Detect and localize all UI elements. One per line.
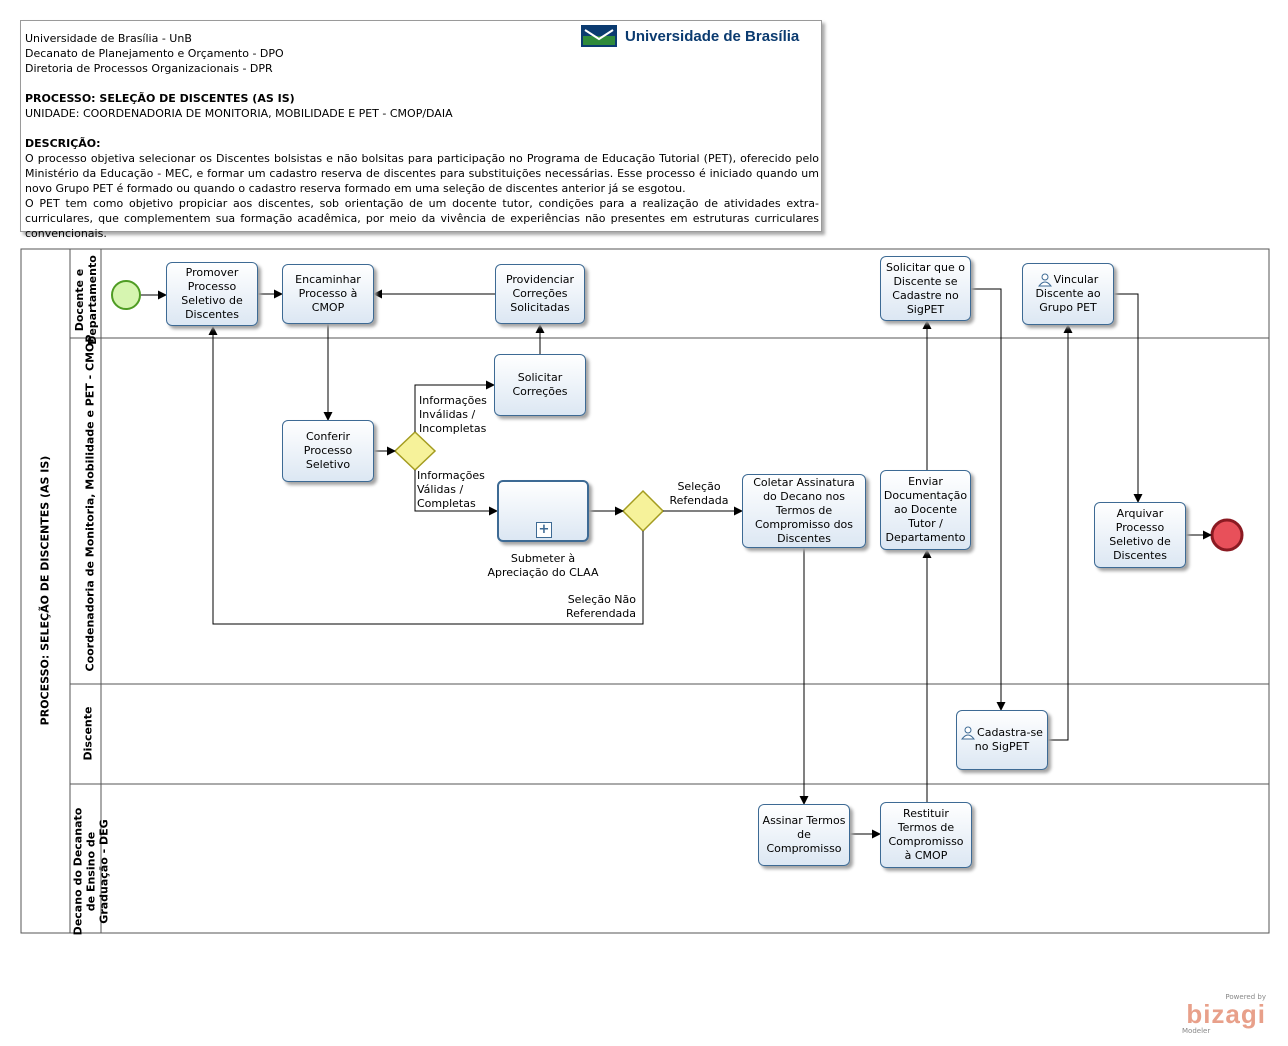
bizagi-logo: bizagi	[1186, 999, 1266, 1029]
pool-name: PROCESSO: SELEÇÃO DE DISCENTES (AS IS)	[38, 455, 52, 726]
process-header-box: Universidade de Brasília Universidade de…	[20, 20, 822, 240]
task-solicitar-cadastro-sigpet[interactable]: Solicitar que o Discente se Cadastre no …	[880, 256, 971, 321]
task-label: Coletar Assinatura do Decano nos Termos …	[753, 476, 855, 545]
end-event[interactable]	[1210, 518, 1244, 552]
subprocess-expand-icon[interactable]: +	[536, 522, 552, 538]
modeler-text: Modeler	[1182, 1027, 1211, 1035]
task-conferir-processo[interactable]: Conferir Processo Seletivo	[282, 420, 374, 482]
task-providenciar-correcoes[interactable]: Providenciar Correções Solicitadas	[495, 264, 585, 324]
task-label: Providenciar Correções Solicitadas	[505, 273, 575, 314]
task-cadastra-se-sigpet[interactable]: Cadastra-se no SigPET	[956, 710, 1048, 770]
user-task-icon	[1037, 273, 1052, 287]
unit-name: UNIDADE: COORDENADORIA DE MONITORIA, MOB…	[25, 107, 453, 120]
description-paragraph-2: O PET tem como objetivo propiciar aos di…	[25, 197, 819, 240]
flow-label-validas: Informações Válidas / Completas	[417, 469, 485, 510]
process-title: PROCESSO: SELEÇÃO DE DISCENTES (AS IS)	[25, 92, 295, 105]
task-assinar-termos[interactable]: Assinar Termos de Compromisso	[758, 804, 850, 866]
flow-label-nao-referendada: Seleção Não Referendada	[566, 593, 637, 620]
task-solicitar-correcoes[interactable]: Solicitar Correções	[494, 354, 586, 416]
subprocess-label: Submeter à Apreciação do CLAA	[487, 552, 599, 579]
task-label: Encaminhar Processo à CMOP	[295, 273, 361, 314]
start-event[interactable]	[111, 280, 141, 310]
task-coletar-assinatura[interactable]: Coletar Assinatura do Decano nos Termos …	[742, 474, 866, 548]
user-task-icon	[961, 726, 976, 740]
flow-label-invalidas: Informações Inválidas / Incompletas	[419, 394, 487, 435]
pool-border	[20, 248, 1270, 934]
org-line-1: Universidade de Brasília - UnB	[25, 32, 192, 45]
task-label: Vincular Discente ao Grupo PET	[1035, 273, 1101, 314]
task-label: Arquivar Processo Seletivo de Discentes	[1109, 507, 1171, 562]
description-paragraph-1: O processo objetiva selecionar os Discen…	[25, 152, 819, 195]
task-label: Cadastra-se no SigPET	[960, 726, 1044, 754]
lane-decano-deg: Decano do Decanato de Ensino de Graduaçã…	[71, 807, 111, 936]
org-line-2: Decanato de Planejamento e Orçamento - D…	[25, 47, 284, 60]
task-label: Conferir Processo Seletivo	[303, 430, 353, 471]
flow-label-referendada: Seleção Refendada	[669, 480, 729, 507]
org-line-3: Diretoria de Processos Organizacionais -…	[25, 62, 273, 75]
unb-logo-icon	[581, 25, 617, 47]
lane-cmop: Coordenadoria de Monitoria, Mobilidade e…	[83, 334, 97, 672]
task-promover-processo-seletivo[interactable]: Promover Processo Seletivo de Discentes	[166, 262, 258, 326]
sequence-flows	[141, 288, 1212, 839]
task-enviar-documentacao[interactable]: Enviar Documentação ao Docente Tutor / D…	[880, 470, 971, 550]
task-encaminhar-processo[interactable]: Encaminhar Processo à CMOP	[282, 264, 374, 324]
lane-discente: Discente	[81, 706, 95, 761]
powered-by-text: Powered by	[1225, 993, 1266, 1001]
task-label: Solicitar que o Discente se Cadastre no …	[886, 260, 965, 316]
bizagi-brand: Powered by bizagi Modeler	[1176, 993, 1266, 1035]
subprocess-submeter-claa[interactable]: +	[497, 480, 589, 542]
unb-logo: Universidade de Brasília	[581, 25, 799, 47]
task-restituir-termos[interactable]: Restituir Termos de Compromisso à CMOP	[880, 802, 972, 868]
description-label: DESCRIÇÃO:	[25, 137, 101, 150]
task-arquivar-processo[interactable]: Arquivar Processo Seletivo de Discentes	[1094, 502, 1186, 568]
task-label: Enviar Documentação ao Docente Tutor / D…	[883, 475, 968, 544]
logo-text: Universidade de Brasília	[625, 27, 800, 45]
task-label: Solicitar Correções	[512, 371, 568, 398]
task-label: Promover Processo Seletivo de Discentes	[181, 266, 243, 321]
task-vincular-discente[interactable]: Vincular Discente ao Grupo PET	[1022, 263, 1114, 325]
task-label: Restituir Termos de Compromisso à CMOP	[888, 807, 964, 862]
task-label: Assinar Termos de Compromisso	[762, 814, 846, 855]
